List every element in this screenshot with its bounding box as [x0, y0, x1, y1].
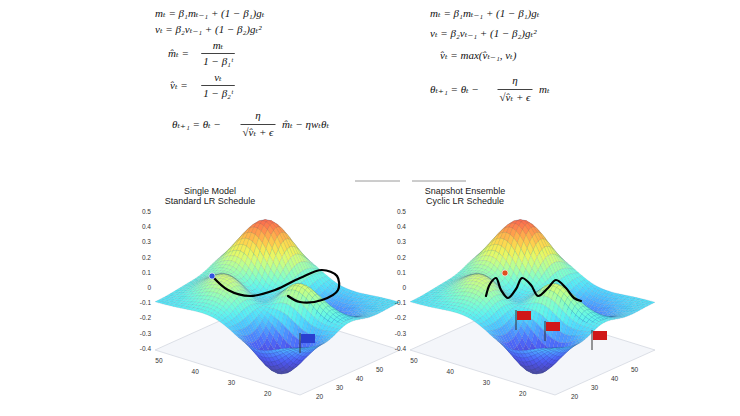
surface-patch	[231, 331, 237, 335]
surface-patch	[228, 327, 234, 331]
surface-patch	[331, 332, 337, 335]
floor-pane	[410, 305, 655, 395]
plot-floor	[155, 305, 400, 395]
surface-patch	[296, 348, 302, 350]
plot-floor	[410, 305, 655, 395]
loss-surface	[410, 219, 655, 374]
floor-pane	[155, 305, 400, 395]
loss-surface	[155, 219, 400, 374]
surface-patch	[334, 329, 340, 332]
